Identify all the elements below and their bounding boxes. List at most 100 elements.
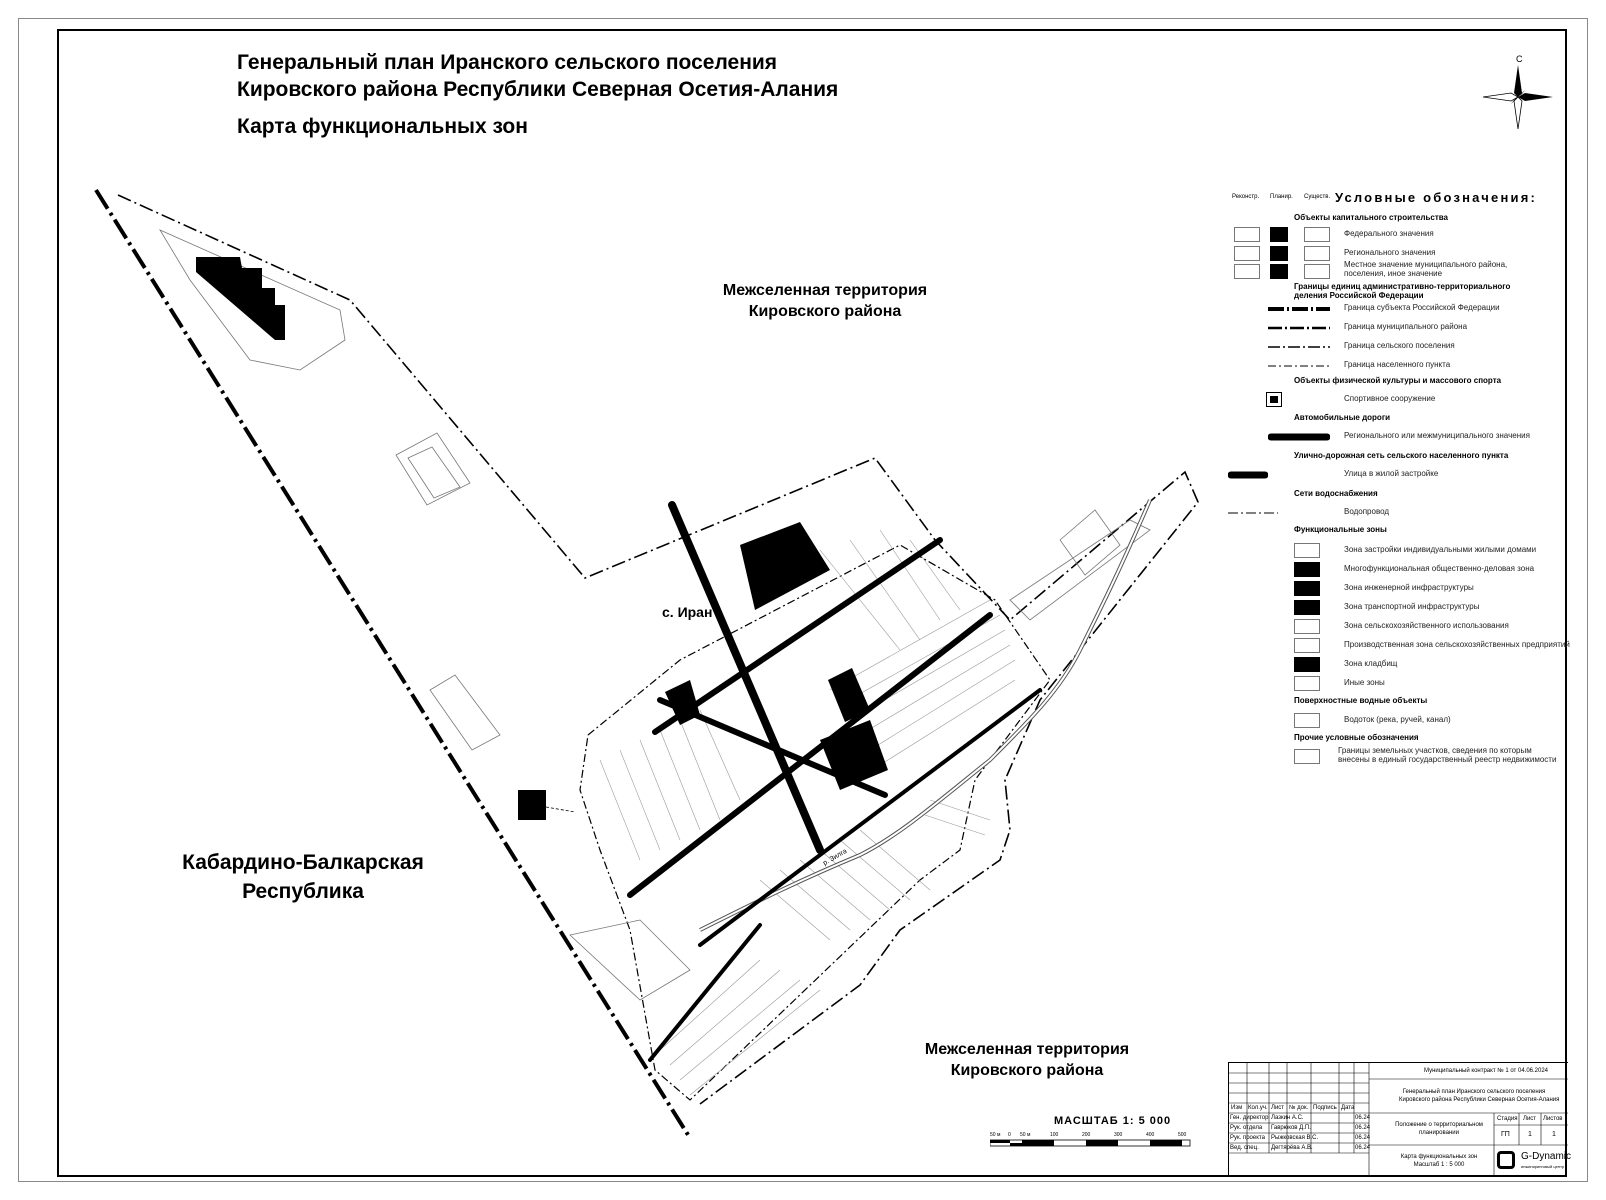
- legend-text-sport: Спортивное сооружение: [1344, 394, 1436, 403]
- legend-text-watercourse: Водоток (река, ручей, канал): [1344, 715, 1451, 724]
- legend-text-b-settl: Граница населенного пункта: [1344, 360, 1451, 369]
- legend-row-b-rural: Граница сельского поселения: [1228, 338, 1568, 356]
- legend-text-b-mun: Граница муниципального района: [1344, 322, 1468, 331]
- stamp-section-2: планировании: [1419, 1130, 1459, 1136]
- legend-section-water-obj: Поверхностные водные объекты: [1294, 696, 1428, 705]
- stamp-section: Положение о территориальном планировании: [1394, 1121, 1484, 1137]
- legend-section-zones: Функциональные зоны: [1294, 525, 1387, 534]
- streets: [627, 501, 1042, 1062]
- legend-col-reconstr: Реконстр.: [1232, 194, 1260, 200]
- legend-text-z4: Зона транспортной инфраструктуры: [1344, 602, 1480, 611]
- stamp-role-0: Ген. директор: [1230, 1115, 1269, 1121]
- legend-row-water-pipe: Водопровод: [1228, 504, 1568, 522]
- legend-row-z7: Зона кладбищ: [1228, 656, 1568, 674]
- stamp-sheet: 1: [1528, 1131, 1532, 1138]
- legend-row-local: Местное значение муниципального района,п…: [1228, 260, 1568, 281]
- street-south: [648, 923, 762, 1062]
- stamp-project: Генеральный план Иранского сельского пос…: [1399, 1088, 1559, 1104]
- legend-row-federal: Федерального значения: [1228, 226, 1568, 244]
- stamp-col-doc: № док.: [1289, 1105, 1309, 1111]
- stamp-date-3: 06.24: [1355, 1145, 1371, 1151]
- stamp-project-1: Генеральный план Иранского сельского пос…: [1402, 1089, 1546, 1095]
- stamp-stage: ГП: [1501, 1131, 1510, 1138]
- label-interterritory-bottom: Межселенная территория Кировского района: [902, 1039, 1152, 1081]
- stamp-date-1: 06.24: [1355, 1125, 1371, 1131]
- legend-text-b-subject: Граница субъекта Российской Федерации: [1344, 303, 1500, 312]
- stamp-role-1: Рук. отдела: [1230, 1125, 1263, 1131]
- legend-row-z5: Зона сельскохозяйственного использования: [1228, 618, 1568, 636]
- legend-title: Условные обозначения:: [1335, 190, 1538, 205]
- legend-text-street: Улица в жилой застройке: [1344, 469, 1439, 478]
- company-logo-icon: [1497, 1151, 1515, 1169]
- stamp-sheet-1: Карта функциональных зон: [1400, 1154, 1478, 1160]
- legend-text-road: Регионального или межмуниципального знач…: [1344, 431, 1530, 440]
- stamp-date-2: 06.24: [1355, 1135, 1371, 1141]
- legend-text-federal: Федерального значения: [1344, 229, 1434, 238]
- legend-text-z8: Иные зоны: [1344, 678, 1385, 687]
- label-kbr-line1: Кабардино-Балкарская: [182, 851, 424, 874]
- zone-cemetery: [518, 790, 546, 820]
- stamp-col-sign: Подпись: [1313, 1105, 1337, 1111]
- stamp-contract: Муниципальный контракт № 1 от 04.06.2024: [1424, 1068, 1549, 1074]
- page-title-line1: Генеральный план Иранского сельского пос…: [237, 51, 778, 74]
- legend-text-regional: Регионального значения: [1344, 248, 1436, 257]
- legend-panel: Реконстр. Планир. Существ. Условные обоз…: [1228, 190, 1570, 792]
- street-main-ns: [668, 501, 824, 854]
- block-hatching: [599, 529, 1016, 1096]
- scale-tick-7: 500: [1178, 1132, 1187, 1138]
- legend-section-capital: Объекты капитального строительства: [1294, 213, 1448, 222]
- border-settlement-line: [579, 544, 1051, 1101]
- river-watercourse: [699, 499, 1152, 932]
- street-middle: [627, 612, 993, 898]
- legend-section-roads: Автомобильные дороги: [1294, 413, 1391, 422]
- legend-text-z5: Зона сельскохозяйственного использования: [1344, 621, 1509, 630]
- legend-text-z7: Зона кладбищ: [1344, 659, 1398, 668]
- stamp-company-sub: инжиниринговый центр: [1521, 1164, 1565, 1169]
- legend-text-z2: Многофункциональная общественно-деловая …: [1344, 564, 1535, 573]
- legend-text-parcels-2: внесены в единый государственный реестр …: [1338, 755, 1557, 764]
- stamp-name-3: Дегтярёва А.В.: [1271, 1145, 1313, 1151]
- stamp-sheets: 1: [1552, 1131, 1556, 1138]
- stamp-col-list: Лист: [1271, 1105, 1285, 1111]
- legend-text-local: Местное значение муниципального района,п…: [1344, 260, 1507, 278]
- stamp-col-kolvo: Кол.уч.: [1248, 1105, 1268, 1111]
- title-block-stamp: Муниципальный контракт № 1 от 04.06.2024…: [1228, 1062, 1572, 1177]
- legend-text-z3: Зона инженерной инфраструктуры: [1344, 583, 1474, 592]
- page-title-line2: Кировского района Республики Северная Ос…: [237, 78, 839, 101]
- legend-section-sport: Объекты физической культуры и массового …: [1294, 376, 1502, 385]
- legend-row-z2: Многофункциональная общественно-деловая …: [1228, 561, 1568, 579]
- stamp-stage-head: Стадия: [1497, 1116, 1518, 1122]
- zone-production-block: [196, 257, 285, 340]
- label-interterritory-top-line2: Кировского района: [748, 303, 902, 320]
- zone-transport: [828, 668, 870, 722]
- street-river: [698, 688, 1042, 947]
- scale-tick-1: 0: [1008, 1132, 1011, 1138]
- legend-row-regional: Регионального значения: [1228, 245, 1568, 263]
- legend-text-parcels-1: Границы земельных участков, сведения по …: [1338, 746, 1532, 755]
- stamp-company: G-Dynamic: [1521, 1151, 1572, 1162]
- legend-row-z6: Производственная зона сельскохозяйственн…: [1228, 637, 1570, 655]
- stamp-role-2: Рук. проекта: [1230, 1135, 1265, 1141]
- zone-public-business: [740, 522, 830, 610]
- legend-section-other: Прочие условные обозначения: [1294, 733, 1419, 742]
- zone-fills: [196, 257, 888, 820]
- stamp-col-date: Дата: [1341, 1105, 1355, 1111]
- scale-bar: 50 м 0 50 м 100 200 300 400 500: [990, 1132, 1191, 1147]
- stamp-sheets-head: Листов: [1543, 1116, 1563, 1122]
- label-interterritory-bottom-line1: Межселенная территория: [924, 1041, 1130, 1058]
- parcel-boundaries: [159, 229, 1151, 1001]
- street-north: [652, 537, 943, 735]
- legend-text-parcels: Границы земельных участков, сведения по …: [1338, 746, 1556, 764]
- legend-section-borders: Границы единиц административно-территори…: [1294, 282, 1511, 300]
- legend-text-local-1: Местное значение муниципального района,: [1344, 260, 1508, 269]
- label-kbr: Кабардино-Балкарская Республика: [158, 848, 448, 906]
- north-label: С: [1516, 54, 1523, 64]
- legend-row-z1: Зона застройки индивидуальными жилыми до…: [1228, 542, 1568, 560]
- stamp-section-1: Положение о территориальном: [1395, 1122, 1483, 1128]
- label-interterritory-top-line1: Межселенная территория: [722, 282, 928, 299]
- legend-section-water-net: Сети водоснабжения: [1294, 489, 1378, 498]
- legend-row-watercourse: Водоток (река, ручей, канал): [1228, 712, 1568, 730]
- legend-text-z1: Зона застройки индивидуальными жилыми до…: [1344, 545, 1537, 554]
